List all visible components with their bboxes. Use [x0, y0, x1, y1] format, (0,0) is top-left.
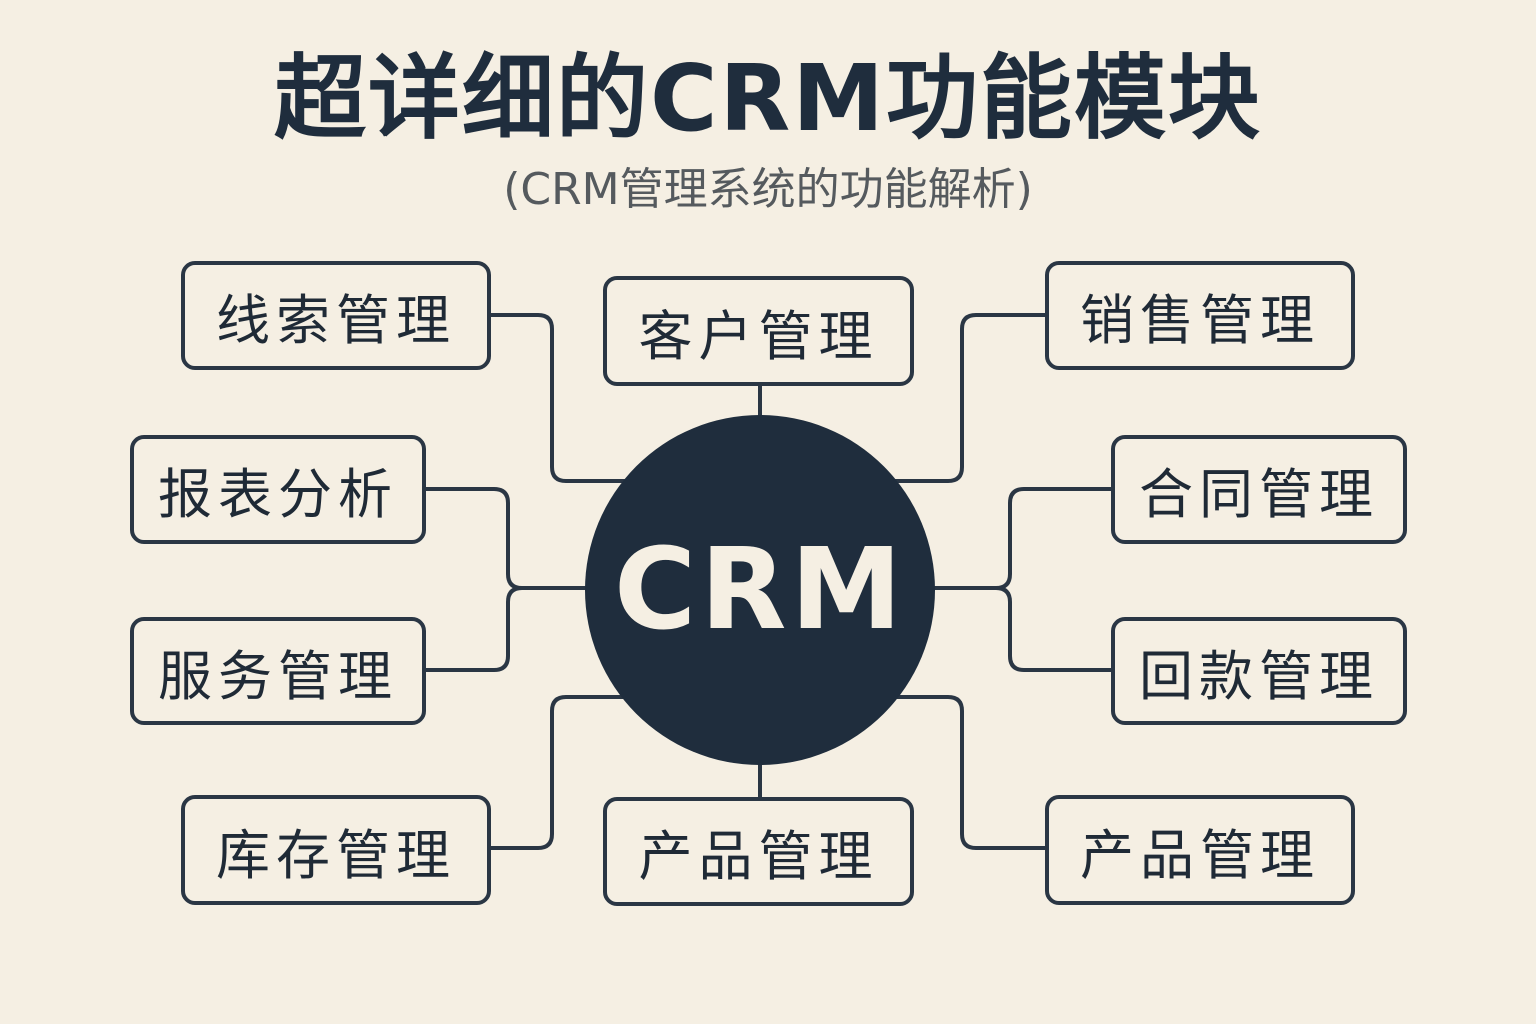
- module-label: 合同管理: [1139, 463, 1379, 526]
- module-reports[interactable]: 报表分析: [130, 435, 426, 544]
- module-label: 库存管理: [216, 823, 456, 887]
- module-inventory[interactable]: 库存管理: [181, 795, 491, 905]
- connector-contract: [934, 487, 1111, 590]
- module-label: 报表分析: [158, 463, 398, 526]
- crm-hub: CRM: [585, 415, 935, 765]
- module-label: 客户管理: [638, 304, 879, 368]
- connector-sales: [895, 313, 1045, 483]
- module-contract[interactable]: 合同管理: [1111, 435, 1407, 544]
- connector-reports: [425, 487, 586, 590]
- module-sales[interactable]: 销售管理: [1045, 261, 1355, 370]
- module-label: 销售管理: [1080, 289, 1320, 352]
- module-leads[interactable]: 线索管理: [181, 261, 491, 370]
- connector-leads: [490, 313, 625, 483]
- module-product-center[interactable]: 产品管理: [603, 797, 914, 906]
- page-subtitle: (CRM管理系统的功能解析): [503, 164, 1033, 215]
- connector-inventory: [490, 695, 627, 850]
- module-label: 产品管理: [638, 825, 879, 888]
- page-title: 超详细的CRM功能模块: [274, 45, 1262, 152]
- crm-hub-label: CRM: [614, 525, 906, 655]
- module-service[interactable]: 服务管理: [130, 617, 426, 725]
- connector-payment: [995, 586, 1111, 672]
- module-payment[interactable]: 回款管理: [1111, 617, 1407, 725]
- connector-service: [425, 586, 523, 672]
- module-product-right[interactable]: 产品管理: [1045, 795, 1355, 905]
- connector-product-right: [893, 695, 1045, 850]
- module-label: 服务管理: [158, 644, 398, 708]
- module-label: 线索管理: [216, 289, 456, 352]
- module-label: 回款管理: [1139, 644, 1379, 708]
- module-label: 产品管理: [1080, 823, 1320, 887]
- module-customer[interactable]: 客户管理: [603, 276, 914, 386]
